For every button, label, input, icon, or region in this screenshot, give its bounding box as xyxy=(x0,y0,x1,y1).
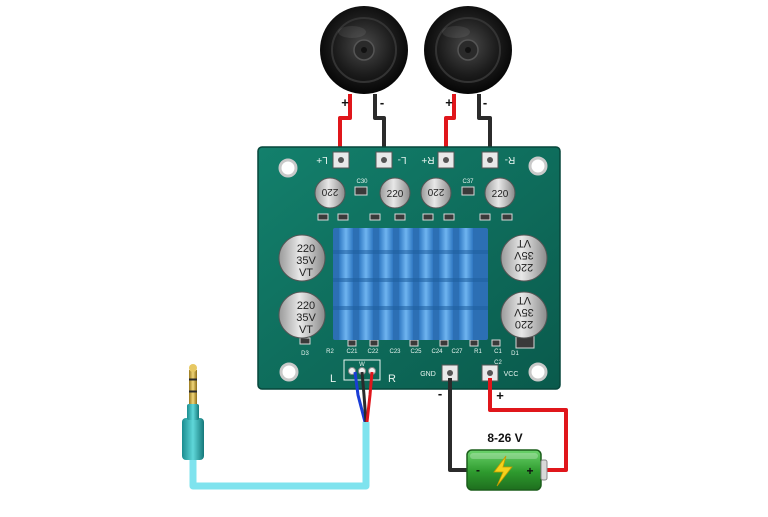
large-capacitor-4: 220 35V VT xyxy=(500,291,548,339)
silk-input-l: L xyxy=(330,373,336,385)
svg-text:35V: 35V xyxy=(514,306,534,318)
silk-c2: C2 xyxy=(494,360,502,366)
small-capacitor-3: 220 xyxy=(420,177,452,209)
silk-gnd: GND xyxy=(420,371,436,378)
heatsink xyxy=(333,228,488,340)
power-plus-label: + xyxy=(496,388,504,403)
large-capacitor-1: 220 35V VT xyxy=(278,234,326,282)
speaker-right-plus-label: + xyxy=(445,95,453,110)
silk-l-plus: L+ xyxy=(316,154,328,165)
svg-text:220: 220 xyxy=(321,186,338,197)
small-capacitor-4: 220 xyxy=(484,177,516,209)
svg-text:C1: C1 xyxy=(494,349,502,355)
audio-jack-plug xyxy=(182,364,204,460)
speaker-left-minus-label: - xyxy=(380,95,384,110)
svg-text:35V: 35V xyxy=(296,312,316,324)
silk-input-w: W xyxy=(359,362,365,368)
smd-components xyxy=(299,186,535,349)
power-wires xyxy=(448,378,568,472)
speaker-right xyxy=(424,6,512,94)
svg-text:R1: R1 xyxy=(474,349,482,355)
audio-input-header xyxy=(343,359,381,381)
battery-minus-label: - xyxy=(476,463,480,477)
battery-plus-label: + xyxy=(526,464,533,478)
battery-voltage-label: 8-26 V xyxy=(487,431,522,445)
amplifier-board: L+ L- R+ R- C30 C37 220 220 220 220 xyxy=(257,146,561,390)
silk-c37: C37 xyxy=(462,179,474,185)
svg-text:220: 220 xyxy=(387,189,404,200)
svg-text:220: 220 xyxy=(297,300,315,312)
svg-text:VT: VT xyxy=(299,324,313,336)
bottom-silkscreen: R2 C21 C22 C23 C25 C24 C27 R1 C1 D3 D1 xyxy=(301,349,519,357)
speaker-left-plus-label: + xyxy=(341,95,349,110)
silk-input-r: R xyxy=(388,373,396,385)
speaker-terminals xyxy=(332,151,499,169)
speaker-wires xyxy=(338,94,492,158)
svg-text:220: 220 xyxy=(297,243,315,255)
svg-text:D1: D1 xyxy=(511,351,519,357)
svg-text:VT: VT xyxy=(517,294,531,306)
svg-text:C24: C24 xyxy=(431,349,443,355)
svg-text:C22: C22 xyxy=(367,349,379,355)
svg-text:220: 220 xyxy=(427,186,444,197)
silk-c30: C30 xyxy=(356,179,368,185)
small-capacitor-1: 220 xyxy=(314,177,346,209)
svg-text:VT: VT xyxy=(299,267,313,279)
large-capacitor-2: 220 35V VT xyxy=(278,291,326,339)
power-minus-label: - xyxy=(438,386,442,401)
lightning-bolt-icon xyxy=(493,455,513,487)
svg-text:D3: D3 xyxy=(301,351,309,357)
svg-text:C21: C21 xyxy=(346,349,358,355)
svg-text:220: 220 xyxy=(515,261,533,273)
svg-text:220: 220 xyxy=(515,318,533,330)
silk-r-minus: R- xyxy=(505,154,516,165)
battery xyxy=(466,449,548,491)
svg-text:C25: C25 xyxy=(410,349,422,355)
audio-cable xyxy=(189,371,374,490)
svg-text:220: 220 xyxy=(492,189,509,200)
speaker-right-minus-label: - xyxy=(483,95,487,110)
speaker-left xyxy=(320,6,408,94)
large-capacitor-3: 220 35V VT xyxy=(500,234,548,282)
mounting-holes xyxy=(278,156,548,382)
svg-text:VT: VT xyxy=(517,237,531,249)
svg-text:R2: R2 xyxy=(326,349,334,355)
silk-vcc: VCC xyxy=(504,371,519,378)
silk-r-plus: R+ xyxy=(421,154,434,165)
svg-text:C23: C23 xyxy=(389,349,401,355)
svg-text:35V: 35V xyxy=(514,249,534,261)
svg-text:C27: C27 xyxy=(451,349,463,355)
silk-l-minus: L- xyxy=(398,154,407,165)
small-capacitor-2: 220 xyxy=(379,177,411,209)
svg-text:35V: 35V xyxy=(296,255,316,267)
